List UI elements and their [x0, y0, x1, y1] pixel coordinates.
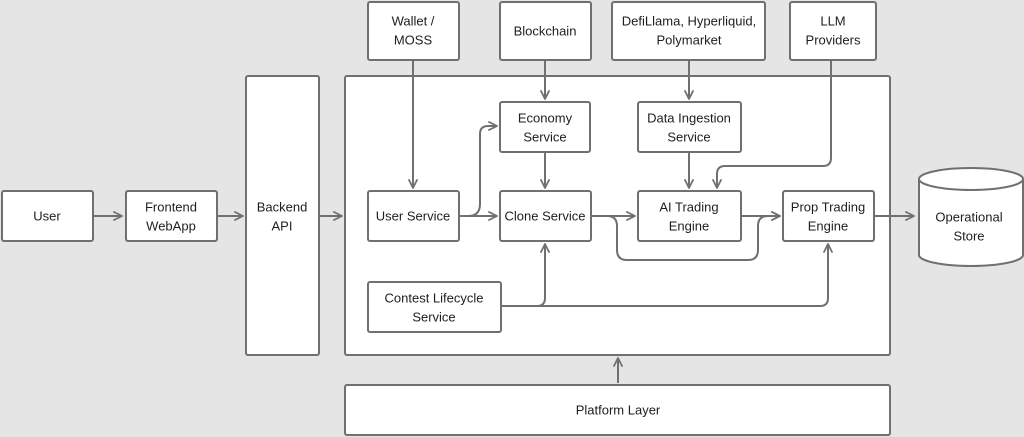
user-service-box	[367, 190, 460, 242]
frontend-label-line2: WebApp	[146, 219, 196, 234]
prop-engine-label-line2: Engine	[808, 219, 848, 234]
ingestion-label-line1: Data Ingestion	[647, 111, 731, 126]
store-label-line2: Store	[953, 229, 984, 244]
platform-layer-box	[344, 384, 891, 436]
edge-llm-ai-engine	[712, 60, 832, 189]
edge-contest-prop-engine	[502, 243, 833, 307]
store-label-line1: Operational	[935, 210, 1002, 225]
wallet-moss-box	[367, 1, 460, 61]
edge-user-service-economy	[467, 121, 498, 217]
prop-engine-label-line1: Prop Trading	[791, 200, 865, 215]
user-service-label: User Service	[376, 209, 450, 224]
backend-label-line1: Backend	[257, 200, 308, 215]
prop-trading-engine-box	[782, 190, 875, 242]
data-sources-box	[611, 1, 766, 61]
frontend-webapp-box	[125, 190, 218, 242]
labels: User Frontend WebApp Backend API Wallet …	[33, 14, 1002, 418]
platform-layer-label: Platform Layer	[576, 403, 661, 418]
user-box	[1, 190, 94, 242]
backend-api-box	[245, 75, 320, 356]
backend-label-line2: API	[272, 219, 293, 234]
economy-service-box	[499, 101, 591, 153]
clone-service-box	[499, 190, 592, 242]
contest-lifecycle-service-box	[367, 281, 502, 333]
ingestion-label-line2: Service	[667, 130, 710, 145]
edge-clone-prop-engine	[606, 211, 781, 261]
frontend-label-line1: Frontend	[145, 200, 197, 215]
contest-label-line2: Service	[412, 310, 455, 325]
ai-engine-label-line1: AI Trading	[659, 200, 718, 215]
data-sources-label-line2: Polymarket	[656, 33, 721, 48]
blockchain-box	[499, 1, 592, 61]
data-sources-label-line1: DefiLlama, Hyperliquid,	[622, 14, 756, 29]
operational-store-cylinder	[918, 167, 1024, 267]
llm-label-line2: Providers	[806, 33, 861, 48]
economy-label-line1: Economy	[518, 111, 573, 126]
ai-trading-engine-box	[637, 190, 742, 242]
ai-engine-label-line2: Engine	[669, 219, 709, 234]
contest-label-line1: Contest Lifecycle	[385, 291, 484, 306]
clone-service-label: Clone Service	[505, 209, 586, 224]
data-ingestion-service-box	[637, 101, 742, 153]
connectors	[94, 60, 915, 383]
user-label: User	[33, 209, 61, 224]
wallet-label-line2: MOSS	[394, 33, 433, 48]
wallet-label-line1: Wallet /	[392, 14, 435, 29]
economy-label-line2: Service	[523, 130, 566, 145]
llm-label-line1: LLM	[820, 14, 845, 29]
llm-providers-box	[789, 1, 877, 61]
blockchain-label: Blockchain	[514, 24, 577, 39]
